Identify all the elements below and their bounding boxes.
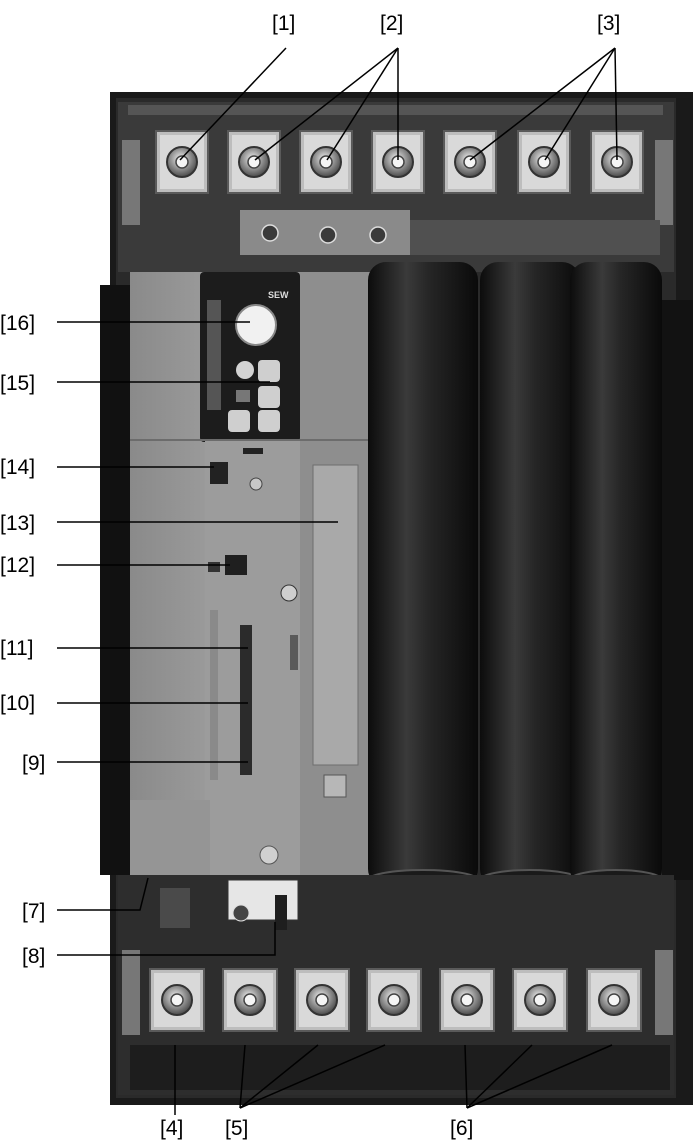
callout-11: [11] xyxy=(0,637,33,660)
bottom-terminal-lugs xyxy=(149,968,642,1032)
leader-5b xyxy=(239,1044,319,1109)
callout-9: [9] xyxy=(22,752,45,775)
capacitor-partial xyxy=(662,300,693,880)
top-lug xyxy=(443,130,497,194)
callout-1: [1] xyxy=(272,12,295,35)
leader-6c xyxy=(466,1044,613,1109)
callout-8: [8] xyxy=(22,945,45,968)
leader-5a xyxy=(239,1044,246,1109)
callout-4: [4] xyxy=(160,1117,183,1140)
capacitor xyxy=(569,262,663,891)
bottom-lug xyxy=(222,968,278,1032)
callout-7: [7] xyxy=(22,900,45,923)
callout-labels: [1] [2] [3] [16] [15] [14] [13] [12] [11… xyxy=(0,12,620,1140)
leader-8 xyxy=(57,922,276,956)
top-bracket-screws xyxy=(261,224,387,244)
leader-7 xyxy=(57,877,149,911)
callout-16: [16] xyxy=(0,312,35,335)
leader-2a xyxy=(254,47,399,161)
leader-3a xyxy=(469,47,616,161)
leader-3c xyxy=(614,47,618,161)
top-lug xyxy=(299,130,353,194)
leader-lines xyxy=(57,47,618,1115)
bottom-lug xyxy=(512,968,568,1032)
bottom-lug xyxy=(439,968,495,1032)
leader-1 xyxy=(179,47,287,161)
leader-6b xyxy=(466,1044,533,1109)
bottom-lug xyxy=(366,968,422,1032)
top-lug xyxy=(517,130,571,194)
callout-5: [5] xyxy=(225,1117,248,1140)
leader-3b xyxy=(544,47,616,161)
capacitor xyxy=(479,262,581,891)
leader-6a xyxy=(464,1044,468,1109)
bottom-lug xyxy=(586,968,642,1032)
callout-12: [12] xyxy=(0,554,35,577)
bottom-lug xyxy=(294,968,350,1032)
bottom-lug xyxy=(149,968,205,1032)
callout-15: [15] xyxy=(0,372,35,395)
callout-2: [2] xyxy=(380,12,403,35)
keypad-logo-text: SEW xyxy=(268,290,289,300)
callout-13: [13] xyxy=(0,512,35,535)
callout-14: [14] xyxy=(0,456,35,479)
callout-3: [3] xyxy=(597,12,620,35)
leader-5c xyxy=(239,1044,386,1109)
capacitor xyxy=(367,262,479,891)
leader-2b xyxy=(326,47,399,161)
top-lug xyxy=(227,130,281,194)
top-terminal-lugs xyxy=(155,130,644,194)
callout-10: [10] xyxy=(0,692,35,715)
top-lug xyxy=(155,130,209,194)
capacitor-bank xyxy=(367,262,693,891)
callout-6: [6] xyxy=(450,1117,473,1140)
control-unit-details xyxy=(208,448,347,865)
